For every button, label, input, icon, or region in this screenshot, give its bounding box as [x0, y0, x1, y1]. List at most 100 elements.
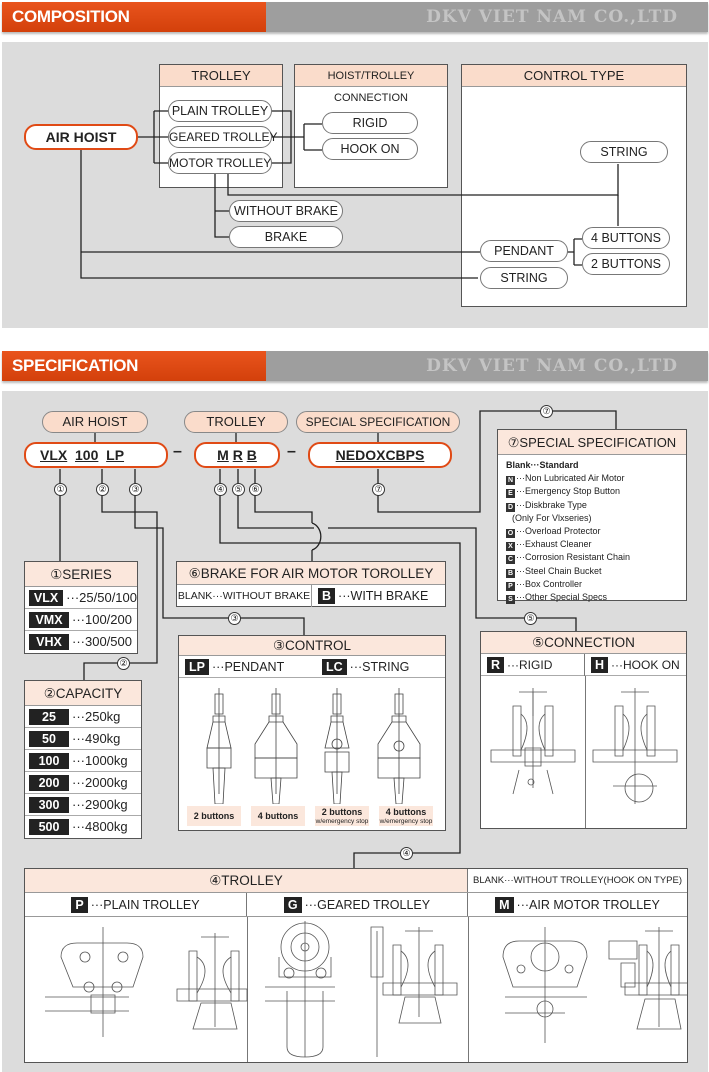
capacity-code-badge: 200 [29, 774, 69, 791]
trolley-title: ④TROLLEY [25, 869, 468, 892]
button-count-label: 2 buttons [193, 811, 235, 821]
capacity-code-badge: 300 [29, 796, 69, 813]
spec-code-badge: N [506, 476, 515, 486]
pendant-4-buttons-estop-drawing [377, 688, 421, 804]
special-spec-label: SPECIAL SPECIFICATION [296, 411, 460, 433]
control-button-label: 2 buttons [187, 806, 241, 826]
special-spec-item: C···Corrosion Resistant Chain [506, 551, 678, 565]
trolley-code-p: P [71, 897, 88, 913]
connection-table: ⑤CONNECTION R···RIGID H···HOOK ON [480, 631, 687, 829]
rigid-node: RIGID [322, 112, 418, 134]
two-buttons-node: 2 BUTTONS [582, 253, 670, 275]
hook-on-node: HOOK ON [322, 138, 418, 160]
connection-value-rigid: ···RIGID [507, 657, 553, 672]
spec-item-text: ···Exhaust Cleaner [516, 539, 592, 550]
trolley-type-code: M [217, 447, 229, 463]
capacity-row: 500···4800kg [25, 816, 141, 838]
marker-6: ⑥ [249, 483, 262, 496]
specification-panel: AIR HOIST TROLLEY SPECIAL SPECIFICATION … [2, 391, 708, 1072]
connection-value-hook: ···HOOK ON [611, 657, 680, 672]
composition-header: COMPOSITION DKV VIET NAM CO.,LTD [2, 2, 708, 32]
marker-7: ⑦ [372, 483, 385, 496]
pendant-drawings [206, 688, 421, 804]
spec-item-text: ···Emergency Stop Button [516, 486, 621, 497]
marker-2: ② [96, 483, 109, 496]
connection-drawings [490, 688, 678, 804]
spec-code-badge: P [506, 581, 515, 591]
special-code: NEDOXCBPS [335, 447, 425, 463]
hook-on-connection-drawing [592, 688, 678, 804]
spec-item-text: (Only For Vlxseries) [512, 512, 592, 523]
control-group-title: CONTROL TYPE [462, 65, 686, 87]
motor-trolley-node: MOTOR TROLLEY [168, 152, 272, 174]
series-code-badge: VLX [29, 589, 64, 606]
without-brake-node: WITHOUT BRAKE [229, 200, 343, 222]
geared-trolley-drawing [265, 921, 335, 1058]
series-code-badge: VMX [29, 611, 69, 628]
capacity-code-badge: 50 [29, 730, 69, 747]
marker-5-connection: ⑤ [524, 612, 537, 625]
capacity-code-badge: 500 [29, 819, 69, 835]
spec-code-badge: X [506, 542, 515, 552]
dash-1: – [173, 443, 182, 460]
trolley-value-motor: ···AIR MOTOR TROLLEY [516, 898, 660, 912]
series-code-badge: VHX [29, 634, 69, 650]
connection-code-h: H [591, 656, 609, 673]
button-count-label: 2 buttons [321, 807, 363, 817]
capacity-row: 25···250kg [25, 706, 141, 728]
control-code-lp: LP [185, 658, 209, 675]
capacity-value: ···2000kg [72, 774, 128, 790]
trolley-blank: BLANK···WITHOUT TROLLEY(HOOK ON TYPE) [472, 875, 683, 886]
rigid-connection-drawing [490, 688, 576, 795]
company-name-2: DKV VIET NAM CO.,LTD [426, 356, 678, 376]
marker-3-control: ③ [228, 612, 241, 625]
marker-5: ⑤ [232, 483, 245, 496]
geared-trolley-side-drawing [370, 926, 458, 1057]
model-code-hoist: VLX 100 LP [24, 442, 168, 468]
trolley-code-m: M [495, 897, 514, 913]
brake-node: BRAKE [229, 226, 343, 248]
composition-panel: TROLLEY HOIST/TROLLEY CONNECTION CONTROL… [2, 42, 708, 328]
spec-item-text: ···Box Controller [516, 578, 583, 589]
model-code-trolley: M R B [194, 442, 280, 468]
marker-7-top: ⑦ [540, 405, 553, 418]
capacity-code-badge: 25 [29, 708, 69, 725]
spec-code-badge: O [506, 529, 515, 539]
spec-item-text: Blank···Standard [506, 460, 579, 470]
capacity-value: ···1000kg [72, 752, 128, 768]
connection-title: ⑤CONNECTION [481, 632, 686, 654]
trolley-code-g: G [283, 897, 302, 913]
special-spec-title: ⑦SPECIAL SPECIFICATION [498, 430, 686, 455]
spec-item-text: ···Corrosion Resistant Chain [516, 552, 631, 563]
capacity-row: 50···490kg [25, 728, 141, 750]
marker-2-capacity: ② [117, 657, 130, 670]
brake-value: ···WITH BRAKE [338, 588, 429, 603]
brake-code-badge: B [318, 587, 336, 604]
pendant-node: PENDANT [480, 240, 568, 262]
string-top-node: STRING [580, 141, 668, 163]
spec-item-text: ···Diskbrake Type [516, 499, 587, 510]
control-code: LP [106, 447, 125, 463]
spec-item-text: ···Steel Chain Bucket [516, 565, 602, 576]
trolley-value-plain: ···PLAIN TROLLEY [90, 898, 200, 912]
plain-trolley-node: PLAIN TROLLEY [168, 100, 272, 122]
air-motor-trolley-drawing [502, 927, 588, 1043]
model-code-special: NEDOXCBPS [308, 442, 452, 468]
plain-trolley-side-drawing [176, 933, 248, 1030]
connection-code-r: R [487, 656, 505, 673]
capacity-value: ···4800kg [72, 819, 128, 834]
series-row: VLX···25/50/100 [25, 587, 137, 609]
special-spec-item: S···Other Special Specs [506, 591, 678, 605]
trolley-drawings [45, 921, 687, 1058]
pendant-2-buttons-drawing [206, 688, 232, 804]
marker-1: ① [54, 483, 67, 496]
specification-title: SPECIFICATION [12, 356, 139, 375]
dash-2: – [287, 443, 296, 460]
spec-code-badge: B [506, 568, 515, 578]
series-value: ···100/200 [72, 611, 132, 627]
spec-item-text: ···Other Special Specs [516, 592, 608, 603]
series-row: VHX···300/500 [25, 631, 137, 653]
